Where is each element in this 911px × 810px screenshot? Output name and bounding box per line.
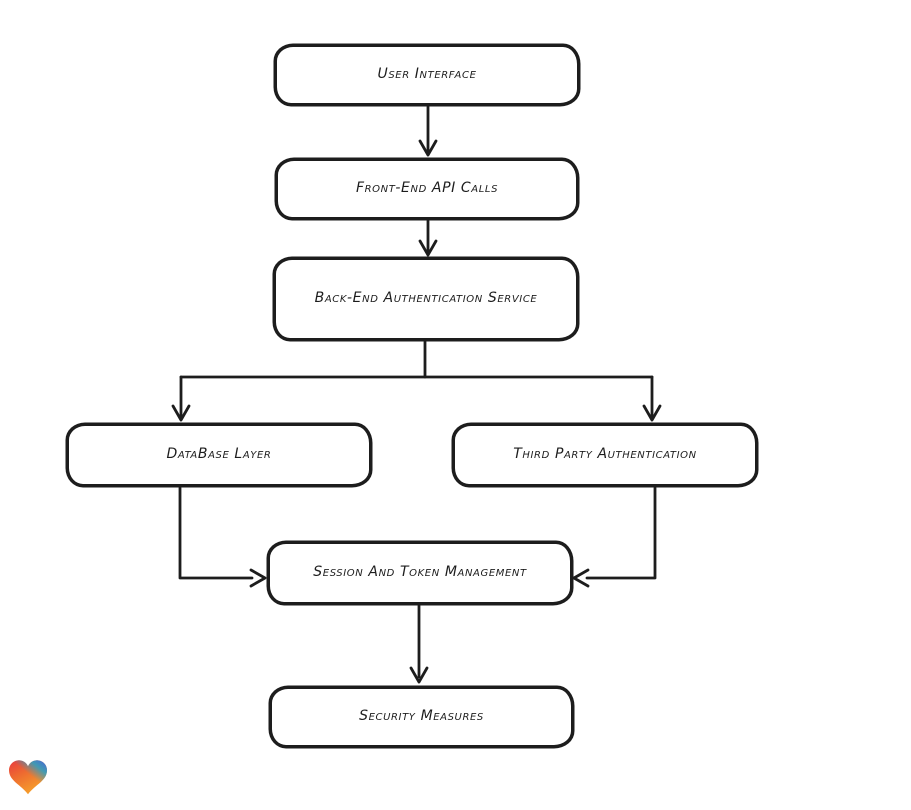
arrowhead-down-icon bbox=[418, 239, 438, 257]
node-label: User Interface bbox=[377, 66, 477, 83]
node-database-layer[interactable]: DataBase Layer bbox=[66, 423, 372, 487]
arrowhead-right-icon bbox=[249, 568, 267, 588]
node-security-measures[interactable]: Security Measures bbox=[269, 686, 574, 748]
edge-api-to-backend bbox=[418, 219, 438, 257]
arrowhead-down-icon bbox=[642, 404, 662, 422]
edge-thirdparty-to-session bbox=[572, 486, 657, 588]
node-label: Security Measures bbox=[359, 708, 484, 725]
node-third-party-authentication[interactable]: Third Party Authentication bbox=[452, 423, 758, 487]
node-session-and-token-management[interactable]: Session And Token Management bbox=[267, 541, 573, 605]
arrowhead-left-icon bbox=[572, 568, 590, 588]
brand-logo-badge[interactable] bbox=[9, 760, 47, 796]
node-label: DataBase Layer bbox=[166, 446, 272, 463]
gradient-heart-icon bbox=[9, 760, 47, 795]
arrowhead-down-icon bbox=[171, 404, 191, 422]
node-label: Back-End Authentication Service bbox=[314, 290, 538, 307]
edge-backend-branch bbox=[179, 340, 654, 379]
node-back-end-authentication-service[interactable]: Back-End Authentication Service bbox=[273, 257, 579, 341]
arrowhead-down-icon bbox=[418, 139, 438, 157]
edge-database-to-session bbox=[178, 486, 267, 588]
edge-ui-to-api bbox=[418, 105, 438, 157]
node-label: Front-End API Calls bbox=[355, 180, 499, 197]
edge-branch-to-thirdparty bbox=[642, 375, 662, 422]
edge-branch-to-database bbox=[171, 375, 191, 422]
node-label: Session And Token Management bbox=[313, 564, 527, 581]
edge-session-to-security bbox=[409, 604, 429, 684]
node-front-end-api-calls[interactable]: Front-End API Calls bbox=[275, 158, 579, 220]
arrowhead-down-icon bbox=[409, 666, 429, 684]
node-label: Third Party Authentication bbox=[513, 446, 697, 463]
node-user-interface[interactable]: User Interface bbox=[274, 44, 580, 106]
